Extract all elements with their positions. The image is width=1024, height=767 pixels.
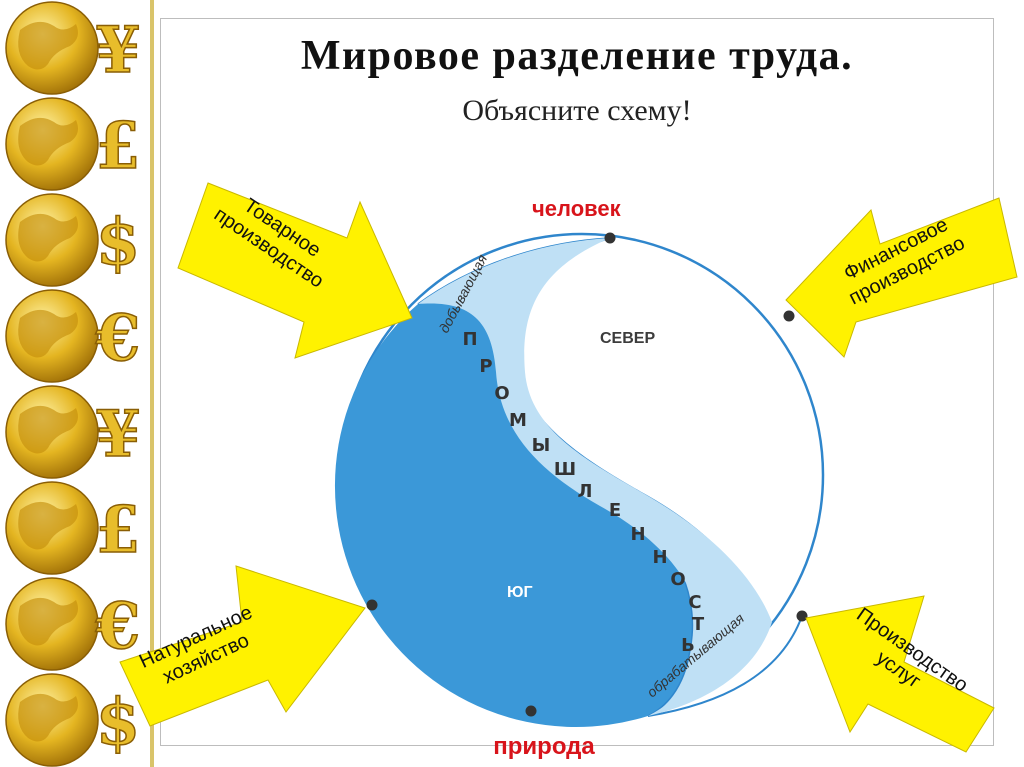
industry-letter: Ь <box>681 635 695 656</box>
label-human: человек <box>532 196 621 221</box>
slide-subtitle: Объясните схему! <box>462 94 692 127</box>
coin-icon: ¥ <box>5 385 141 479</box>
industry-letter: Е <box>609 500 621 521</box>
coin-icon: £ <box>5 481 141 575</box>
arrow-naturalnoe <box>119 565 366 727</box>
currency-coin-strip: ¥ £ $ € ¥ £ € $ <box>5 0 154 767</box>
arrow-uslugi <box>805 595 995 753</box>
industry-letter: О <box>494 383 509 404</box>
dot-left <box>366 599 378 611</box>
industry-letter: Т <box>692 614 705 635</box>
currency-symbol: € <box>95 301 141 376</box>
currency-symbol: ¥ <box>96 397 141 472</box>
south-region <box>334 238 693 728</box>
arrow-finansovoe <box>785 197 1018 358</box>
coin-icon: $ <box>5 673 141 767</box>
currency-symbol: £ <box>96 493 141 568</box>
currency-symbol: $ <box>96 205 141 280</box>
currency-symbol: € <box>95 589 141 664</box>
label-nature: природа <box>493 733 595 760</box>
industry-letter: О <box>670 569 685 590</box>
currency-symbol: £ <box>96 109 141 184</box>
industry-letter: С <box>688 592 701 613</box>
slide-title: Мировое разделение труда. <box>300 33 854 79</box>
industry-letter: Н <box>630 524 645 545</box>
coin-icon: € <box>5 289 141 383</box>
coin-icon: $ <box>5 193 141 287</box>
industry-letter: М <box>509 410 527 431</box>
slide-frame <box>160 18 994 746</box>
arrow-tovarnoe <box>177 182 413 359</box>
coin-icon: £ <box>5 97 141 191</box>
industry-letter: Ы <box>532 435 551 456</box>
industry-letter: Н <box>652 547 667 568</box>
industry-letter: Р <box>479 356 492 377</box>
dot-right-lower <box>796 610 808 622</box>
dot-top <box>604 232 616 244</box>
dot-right-upper <box>783 310 795 322</box>
industry-letter: П <box>462 329 477 350</box>
label-north: СЕВЕР <box>600 330 656 347</box>
industry-letter: Ш <box>554 459 576 480</box>
currency-symbol: ¥ <box>96 13 141 88</box>
currency-symbol: $ <box>96 685 141 760</box>
dot-bottom <box>525 705 537 717</box>
coin-icon: € <box>5 577 141 671</box>
coin-icon: ¥ <box>5 1 141 95</box>
label-south: ЮГ <box>507 584 533 601</box>
industry-letter: Л <box>578 481 593 502</box>
